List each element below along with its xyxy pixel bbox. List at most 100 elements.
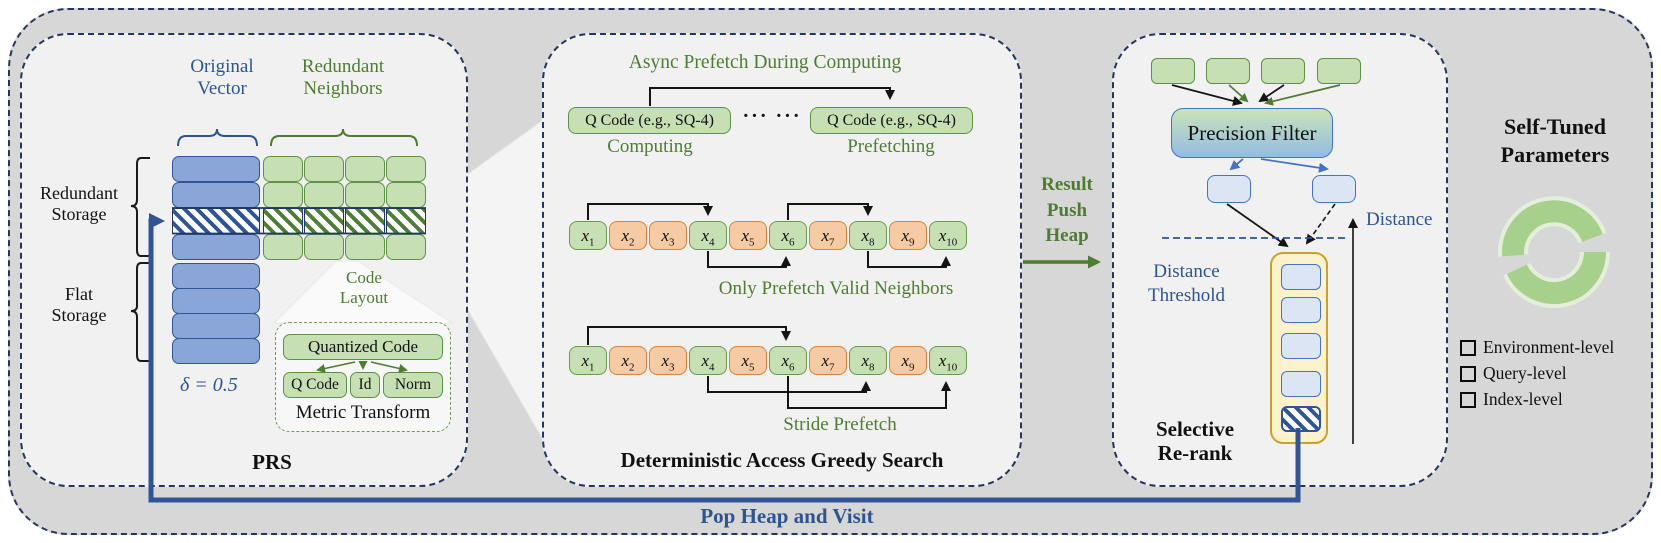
neighbor-cell — [304, 156, 344, 182]
candidate-box — [1317, 58, 1361, 84]
vector-node-x10: x10 — [929, 346, 967, 375]
qcode-prefetching-box: Q Code (e.g., SQ-4) — [810, 107, 973, 134]
vector-node-x1: x1 — [569, 221, 607, 250]
norm-box: Norm — [383, 372, 443, 398]
original-vector-cell — [172, 234, 260, 260]
neighbor-cell — [345, 156, 385, 182]
prefetch-row-valid-neighbors: x1 x2 x3 x4 x5 x6 x7 x8 x9 x10 — [569, 221, 967, 250]
sync-icon — [1498, 196, 1611, 308]
vector-node-x7: x7 — [809, 221, 847, 250]
neighbor-cell — [263, 156, 303, 182]
filtered-result-box — [1207, 175, 1251, 203]
visited-vector-cell-hatched — [172, 208, 260, 234]
neighbor-cell — [345, 182, 385, 208]
qcode-computing-box: Q Code (e.g., SQ-4) — [568, 107, 731, 134]
flat-vector-cell — [172, 288, 260, 314]
redundant-row-visited — [172, 208, 426, 234]
visited-neighbor-cell-hatched — [386, 208, 426, 234]
vector-node-x8: x8 — [849, 221, 887, 250]
neighbor-cell — [386, 156, 426, 182]
vector-node-x6: x6 — [769, 346, 807, 375]
redundant-storage-label: Redundant Storage — [40, 183, 118, 224]
neighbor-cell — [263, 182, 303, 208]
vector-node-x3: x3 — [649, 221, 687, 250]
vector-node-x4: x4 — [689, 346, 727, 375]
param-label: Environment-level — [1483, 337, 1615, 357]
neighbor-cell — [386, 234, 426, 260]
vector-node-x5: x5 — [729, 221, 767, 250]
original-vector-cell — [172, 156, 260, 182]
param-label: Query-level — [1483, 363, 1567, 383]
quantized-code-box: Quantized Code — [283, 334, 443, 360]
distance-threshold-label: Distance Threshold — [1147, 261, 1226, 306]
checkbox-icon — [1460, 392, 1476, 408]
candidate-box — [1206, 58, 1250, 84]
candidate-box — [1151, 58, 1195, 84]
vector-node-x9: x9 — [889, 221, 927, 250]
only-prefetch-valid-caption: Only Prefetch Valid Neighbors — [718, 278, 954, 299]
greedy-title: Deterministic Access Greedy Search — [620, 448, 944, 472]
code-layout-label: Code Layout — [339, 268, 389, 307]
visited-neighbor-cell-hatched — [263, 208, 303, 234]
vector-node-x3: x3 — [649, 346, 687, 375]
vector-node-x9: x9 — [889, 346, 927, 375]
ellipsis-dots: ··· ··· — [742, 105, 802, 127]
rerank-title: Selective Re-rank — [1155, 417, 1235, 466]
quantized-code-label: Quantized Code — [308, 337, 418, 356]
metric-transform-label: Metric Transform — [295, 402, 431, 423]
self-tuned-title: Self-Tuned Parameters — [1500, 114, 1610, 167]
candidate-box — [1261, 58, 1305, 84]
neighbor-cell — [304, 182, 344, 208]
result-heap — [1270, 252, 1328, 444]
computing-label: Computing — [607, 136, 693, 157]
neighbor-cell — [263, 234, 303, 260]
heap-entry — [1281, 333, 1321, 359]
heap-entry — [1281, 297, 1321, 323]
neighbor-cell — [386, 182, 426, 208]
checkbox-icon — [1460, 366, 1476, 382]
q-code-label: Q Code — [291, 376, 339, 393]
distance-axis-label: Distance — [1366, 209, 1433, 230]
neighbor-cell — [304, 234, 344, 260]
heap-entry-popped-hatched — [1281, 406, 1321, 432]
redundant-row-4 — [172, 234, 426, 260]
filtered-result-box — [1312, 175, 1356, 203]
vector-node-x4: x4 — [689, 221, 727, 250]
prefetch-row-stride: x1 x2 x3 x4 x5 x6 x7 x8 x9 x10 — [569, 346, 967, 375]
flat-vector-cell — [172, 338, 260, 364]
redundant-neighbors-label: Redundant Neighbors — [301, 56, 385, 99]
vector-node-x10: x10 — [929, 221, 967, 250]
prefetching-label: Prefetching — [847, 136, 935, 157]
id-label: Id — [358, 376, 372, 393]
qcode-computing-label: Q Code (e.g., SQ-4) — [585, 111, 714, 129]
original-vector-cell — [172, 182, 260, 208]
original-vector-label: Original Vector — [190, 56, 254, 99]
redundant-row-1 — [172, 156, 426, 182]
vector-node-x5: x5 — [729, 346, 767, 375]
flat-storage-label: Flat Storage — [51, 284, 107, 325]
flat-vector-cell — [172, 263, 260, 289]
qcode-prefetching-label: Q Code (e.g., SQ-4) — [827, 111, 956, 129]
norm-label: Norm — [394, 376, 432, 393]
vector-node-x2: x2 — [609, 346, 647, 375]
result-push-heap-label: Result Push Heap — [1041, 174, 1093, 247]
prs-title: PRS — [252, 450, 292, 474]
delta-label: δ = 0.5 — [180, 374, 238, 396]
heap-entry — [1281, 264, 1321, 290]
vector-node-x6: x6 — [769, 221, 807, 250]
q-code-box: Q Code — [283, 372, 347, 398]
param-label: Index-level — [1483, 389, 1563, 409]
vector-node-x1: x1 — [569, 346, 607, 375]
neighbor-cell — [345, 234, 385, 260]
vector-node-x8: x8 — [849, 346, 887, 375]
async-prefetch-title: Async Prefetch During Computing — [628, 52, 902, 73]
pop-heap-visit-label: Pop Heap and Visit — [700, 504, 874, 528]
precision-filter-label: Precision Filter — [1187, 120, 1317, 145]
heap-entry — [1281, 371, 1321, 397]
stride-prefetch-caption: Stride Prefetch — [783, 414, 897, 435]
precision-filter-box: Precision Filter — [1171, 108, 1333, 158]
checkbox-icon — [1460, 340, 1476, 356]
redundant-row-2 — [172, 182, 426, 208]
visited-neighbor-cell-hatched — [345, 208, 385, 234]
